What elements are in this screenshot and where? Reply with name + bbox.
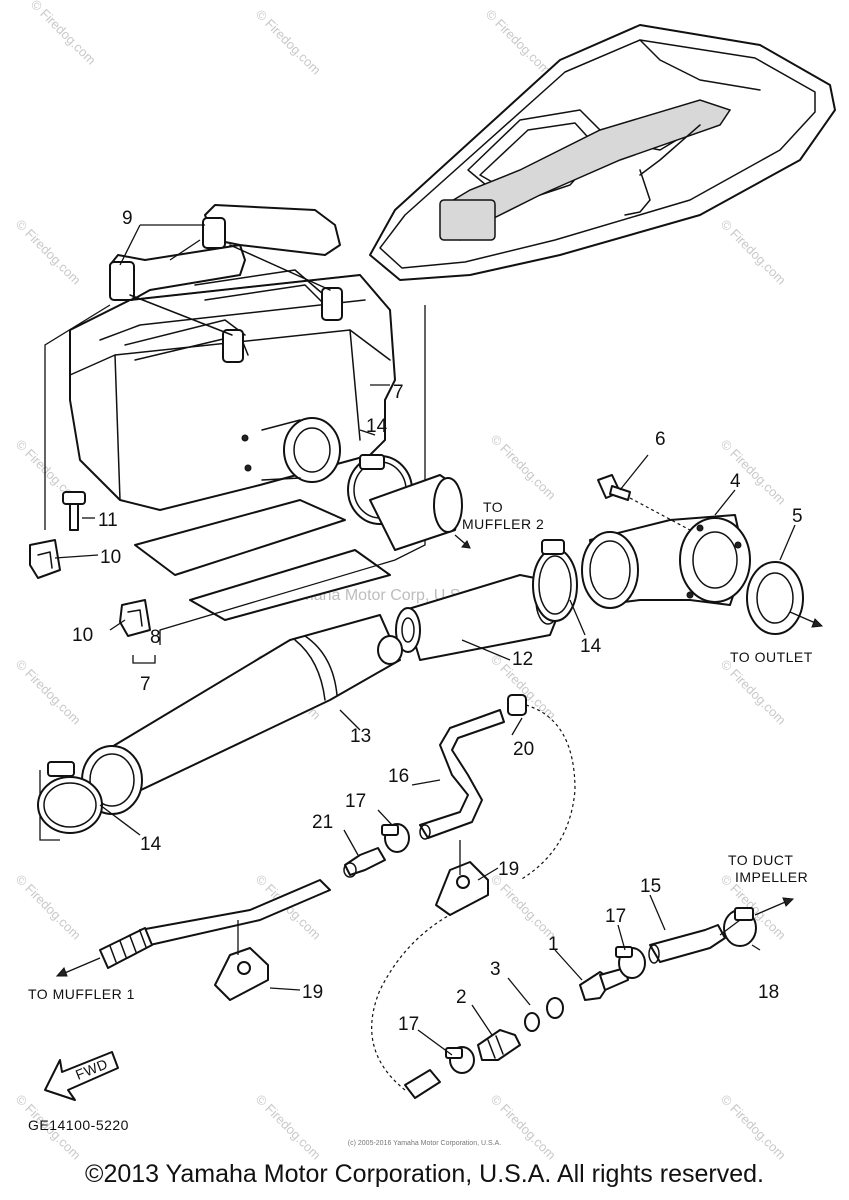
callout-14-right: 14	[580, 636, 602, 657]
clamp-18	[723, 907, 757, 947]
callout-19-lower: 19	[302, 982, 323, 1003]
callout-numbers: 1 2 3 4 5 6 7 7 8 9 10 10 11 12 13 14 14…	[72, 208, 803, 1035]
bolt-6	[597, 474, 691, 531]
handle-straps	[109, 204, 343, 363]
diagram-labels: TO MUFFLER 2 TO OUTLET TO DUCT IMPELLER …	[28, 499, 813, 1133]
clamp-17-mid	[381, 823, 410, 853]
fwd-arrow: FWD	[44, 1051, 119, 1101]
fitting-1	[579, 967, 629, 1001]
label-to-outlet: TO OUTLET	[730, 649, 813, 665]
callout-2: 2	[456, 987, 467, 1008]
pads	[134, 499, 391, 621]
label-to-duct-line1: TO DUCT	[728, 852, 793, 868]
label-to-muffler-1: TO MUFFLER 1	[28, 986, 135, 1002]
clamp-elbow	[532, 539, 578, 622]
watermark: © Firedog.com	[718, 1092, 789, 1163]
callout-10-lower: 10	[72, 625, 93, 646]
callout-6: 6	[655, 429, 666, 450]
watermark: © Firedog.com	[253, 7, 324, 78]
watermark: © Firedog.com	[483, 7, 554, 78]
fitting-20	[507, 694, 576, 881]
clamp-lower	[37, 761, 103, 834]
watercraft-hull-illustration	[369, 24, 836, 281]
muffler-13	[81, 614, 403, 815]
callout-17-mid: 17	[345, 791, 366, 812]
watermark: © Firedog.com	[28, 0, 99, 68]
bolt-and-clips	[29, 491, 151, 637]
watermark: © Firedog.com	[488, 432, 559, 503]
hose-to-muffler-1	[99, 840, 461, 969]
label-to-muffler-2-line2: MUFFLER 2	[462, 516, 544, 532]
watermark: © Firedog.com	[488, 1092, 559, 1163]
watermark: © Firedog.com	[13, 872, 84, 943]
elbow-outlet	[581, 514, 751, 609]
callout-18: 18	[758, 982, 779, 1003]
callout-20: 20	[513, 739, 534, 760]
callout-16: 16	[388, 766, 409, 787]
callout-9: 9	[122, 208, 133, 229]
callout-17-right: 17	[605, 906, 626, 927]
hose-bottom	[371, 904, 471, 1099]
callout-7-upper: 7	[393, 382, 404, 403]
label-to-duct-line2: IMPELLER	[735, 869, 808, 885]
label-to-muffler-2-line1: TO	[483, 499, 503, 515]
watermark: © Firedog.com	[718, 217, 789, 288]
watermark: © Firedog.com	[488, 872, 559, 943]
callout-1: 1	[548, 934, 559, 955]
gasket	[746, 561, 804, 635]
watermark: © Firedog.com	[718, 437, 789, 508]
callout-3: 3	[490, 959, 501, 980]
holder-19-lower	[214, 947, 269, 1001]
callout-11: 11	[98, 510, 118, 531]
callout-7-lower: 7	[140, 674, 151, 695]
hose-12	[395, 574, 561, 661]
callout-15: 15	[640, 876, 661, 897]
leader-lines	[54, 224, 796, 1056]
callout-12: 12	[512, 649, 533, 670]
part-code: GE14100-5220	[28, 1117, 129, 1133]
callout-4: 4	[730, 471, 741, 492]
clamp-17-lower	[445, 1046, 475, 1074]
callout-17-lower: 17	[398, 1014, 419, 1035]
hose-15	[648, 924, 726, 964]
fitting-2	[477, 1029, 521, 1061]
callout-14-lower: 14	[140, 834, 162, 855]
callout-13: 13	[350, 726, 371, 747]
fitting-21	[343, 847, 386, 878]
footer-copyright: ©2013 Yamaha Motor Corporation, U.S.A. A…	[85, 1160, 764, 1188]
clamp-17-right	[615, 946, 646, 979]
callout-5: 5	[792, 506, 803, 527]
water-hose-16	[419, 709, 505, 840]
callout-14-upper: 14	[366, 416, 388, 437]
muffler-box	[69, 269, 396, 511]
callout-19-upper: 19	[498, 859, 519, 880]
holder-19-upper	[435, 861, 489, 916]
watermark: © Firedog.com	[13, 657, 84, 728]
watermark: © Firedog.com	[253, 1092, 324, 1163]
watermark: © Firedog.com	[13, 217, 84, 288]
direction-arrows	[55, 534, 824, 977]
callout-21: 21	[312, 812, 333, 833]
clamp-and-hose-upper	[347, 454, 463, 551]
footer-credit: (c) 2005-2016 Yamaha Motor Corporation, …	[347, 1140, 502, 1147]
callout-8: 8	[150, 627, 161, 648]
callout-10-upper: 10	[100, 547, 121, 568]
washer-3	[524, 997, 564, 1032]
watermark: © Firedog.com	[718, 657, 789, 728]
